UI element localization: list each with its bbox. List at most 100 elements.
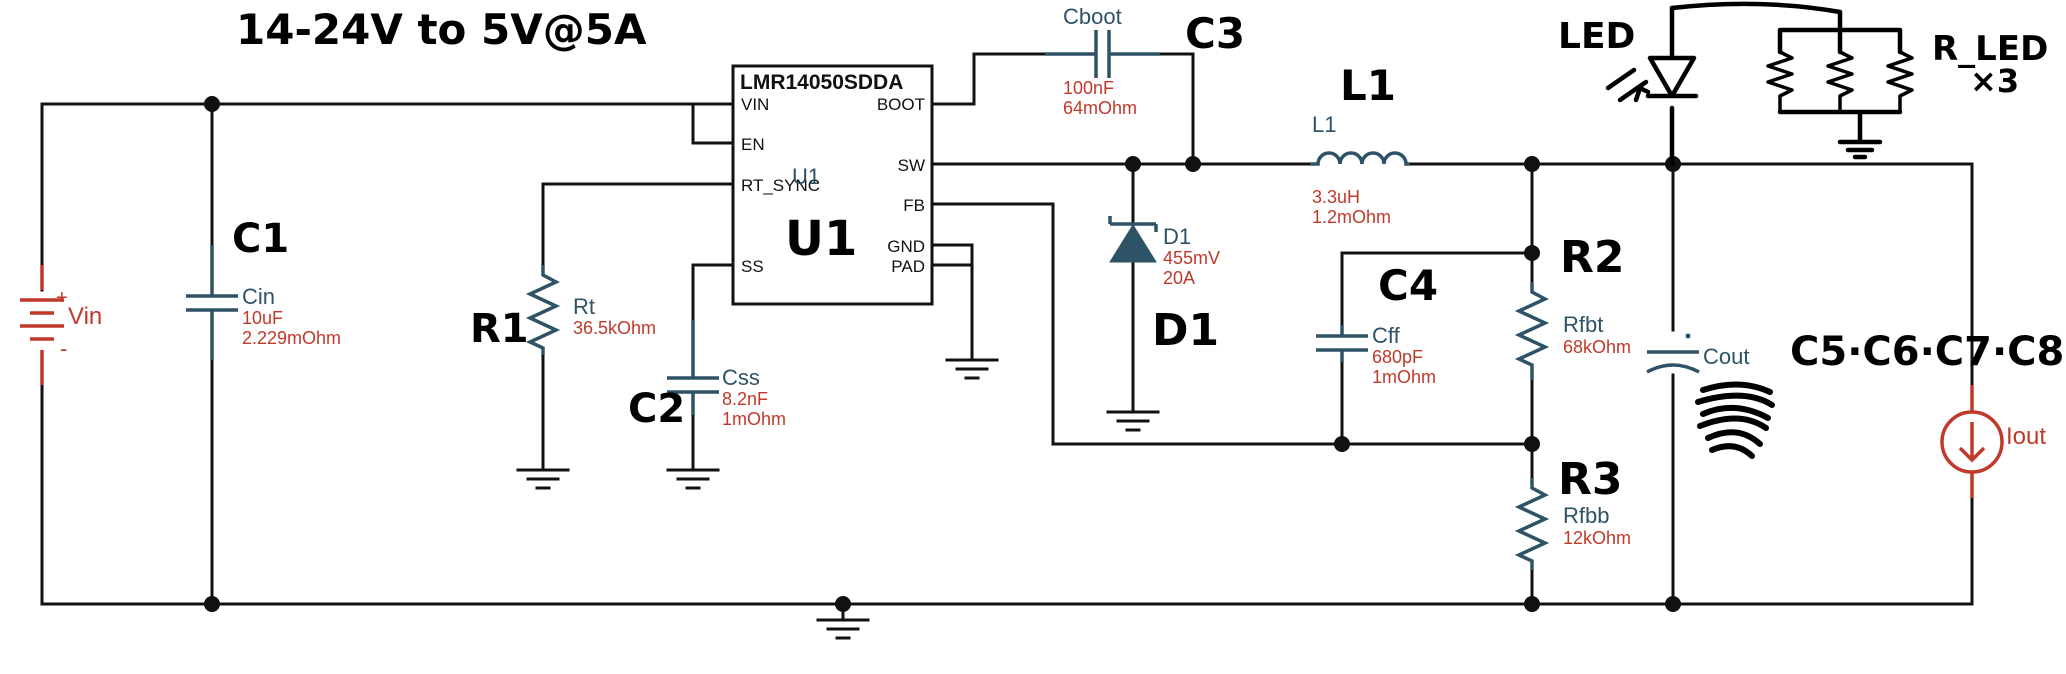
cff-capacitor: Cff 680pF 1mOhm — [1316, 323, 1436, 387]
wires — [40, 52, 1974, 620]
d1-name-label: D1 — [1163, 224, 1191, 249]
cboot-value-label: 100nF — [1063, 78, 1114, 98]
iout-name-label: Iout — [2006, 423, 2046, 450]
l1-value-label: 3.3uH — [1312, 187, 1360, 207]
junction-dot — [1524, 596, 1540, 612]
ground-symbols — [516, 358, 1160, 640]
led-rays-icon — [1605, 67, 1651, 103]
ground-icon — [816, 618, 870, 640]
hand-c5-c8-label: C5·C6·C7·C8 — [1790, 329, 2064, 375]
ground-rail-wire — [40, 496, 1974, 606]
vin-plus-label: + — [56, 287, 68, 309]
vout-rail-wire — [1408, 162, 1974, 387]
cin-capacitor: Cin 10uF 2.229mOhm — [186, 245, 341, 360]
rt-resistor: Rt 36.5kOhm — [525, 265, 656, 355]
junction-dot — [1524, 245, 1540, 261]
cff-name-label: Cff — [1372, 323, 1401, 348]
rfbb-name-label: Rfbb — [1563, 503, 1609, 528]
cff-value-label: 680pF — [1372, 347, 1423, 367]
hand-x3-label: ×3 — [1970, 62, 2019, 100]
css-esr-label: 1mOhm — [722, 409, 786, 429]
junction-dot — [1524, 436, 1540, 452]
resistor-icon — [1826, 50, 1854, 114]
junction-dot — [204, 96, 220, 112]
vin-name-label: Vin — [68, 303, 102, 330]
cff-esr-label: 1mOhm — [1372, 367, 1436, 387]
ground-icon — [516, 468, 570, 490]
hand-l1-label: L1 — [1340, 61, 1396, 110]
led-to-resistor-wire — [1669, 1, 1843, 33]
cout-capacitor: Cout — [1646, 333, 1775, 459]
pin-sw-label: SW — [898, 156, 925, 175]
ic-u1: LMR14050SDDA VIN EN RT_SYNC SS BOOT SW F… — [731, 64, 934, 306]
hand-c3-label: C3 — [1185, 9, 1245, 58]
pin-vin-label: VIN — [741, 95, 769, 114]
gnd-wire — [930, 243, 974, 360]
cboot-capacitor: Cboot 100nF 64mOhm — [1045, 4, 1160, 118]
pin-boot-label: BOOT — [877, 95, 925, 114]
vin-source: + - Vin — [20, 265, 102, 385]
pin-pad-label: PAD — [891, 257, 925, 276]
css-capacitor: Css 8.2nF 1mOhm — [667, 320, 786, 429]
ground-icon — [1106, 410, 1160, 432]
hand-d1-label: D1 — [1152, 305, 1219, 356]
hand-u1-label: U1 — [785, 211, 857, 267]
cff-upper-wire — [1340, 251, 1534, 327]
ground-icon — [666, 468, 720, 490]
hand-drawn-led-network — [1605, 1, 1914, 167]
resistor-icon — [1766, 50, 1794, 114]
rfbb-value-label: 12kOhm — [1563, 528, 1631, 548]
hand-ground-icon — [1777, 109, 1903, 160]
handwritten-annotations: 14-24V to 5V@5A C1 R1 C2 U1 C3 L1 D1 C4 … — [232, 5, 2064, 505]
pin-ss-label: SS — [741, 257, 764, 276]
cin-esr-label: 2.229mOhm — [242, 328, 341, 348]
boot-wire — [930, 52, 1047, 106]
diode-icon — [1109, 224, 1157, 263]
cout-scribble — [1695, 381, 1775, 459]
resistor-icon — [1886, 50, 1914, 114]
d1-value-label: 455mV — [1163, 248, 1220, 268]
l1-inductor: L1 3.3uH 1.2mOhm — [1310, 112, 1410, 227]
d1-current-label: 20A — [1163, 268, 1195, 288]
cboot-esr-label: 64mOhm — [1063, 98, 1137, 118]
junction-dot — [1125, 156, 1141, 172]
polarity-dot — [1685, 333, 1691, 339]
junction-dot — [835, 596, 851, 612]
hand-title: 14-24V to 5V@5A — [236, 5, 647, 54]
cboot-right-wire — [1158, 52, 1195, 166]
l1-name-label: L1 — [1312, 112, 1336, 137]
ic-ref-label: U1 — [792, 164, 820, 189]
vin-rail-wire — [40, 102, 735, 145]
vin-minus-label: - — [60, 336, 67, 361]
ss-wire — [691, 263, 735, 362]
rfbb-resistor: Rfbb 12kOhm — [1514, 478, 1631, 570]
resistor-bank-top — [1777, 27, 1903, 55]
fb-wire — [930, 202, 1534, 446]
junction-dot — [204, 596, 220, 612]
junction-dot — [1665, 596, 1681, 612]
pin-rt-sync-label: RT_SYNC — [741, 176, 820, 195]
d1-diode: D1 455mV 20A — [1108, 216, 1220, 288]
junctions — [204, 96, 1681, 612]
arrow-down-icon — [1958, 422, 1986, 463]
hand-r1-label: R1 — [470, 306, 529, 352]
cin-value-label: 10uF — [242, 308, 283, 328]
pin-gnd-label: GND — [887, 237, 925, 256]
ic-part-label: LMR14050SDDA — [740, 71, 903, 94]
rfbt-value-label: 68kOhm — [1563, 337, 1631, 357]
junction-dot — [1185, 156, 1201, 172]
pin-en-label: EN — [741, 135, 765, 154]
hand-c2-label: C2 — [628, 386, 685, 432]
junction-dot — [1524, 156, 1540, 172]
hand-r-led-label: R_LED — [1932, 29, 2048, 69]
iout-source: Iout — [1940, 385, 2046, 498]
junction-dot — [1334, 436, 1350, 452]
rfbt-name-label: Rfbt — [1563, 312, 1603, 337]
rfbt-resistor: Rfbt 68kOhm — [1514, 282, 1631, 380]
cboot-name-label: Cboot — [1063, 4, 1122, 29]
hand-c1-label: C1 — [232, 216, 289, 262]
cin-name-label: Cin — [242, 284, 275, 309]
led-icon — [1645, 5, 1699, 167]
cout-name-label: Cout — [1703, 344, 1749, 369]
